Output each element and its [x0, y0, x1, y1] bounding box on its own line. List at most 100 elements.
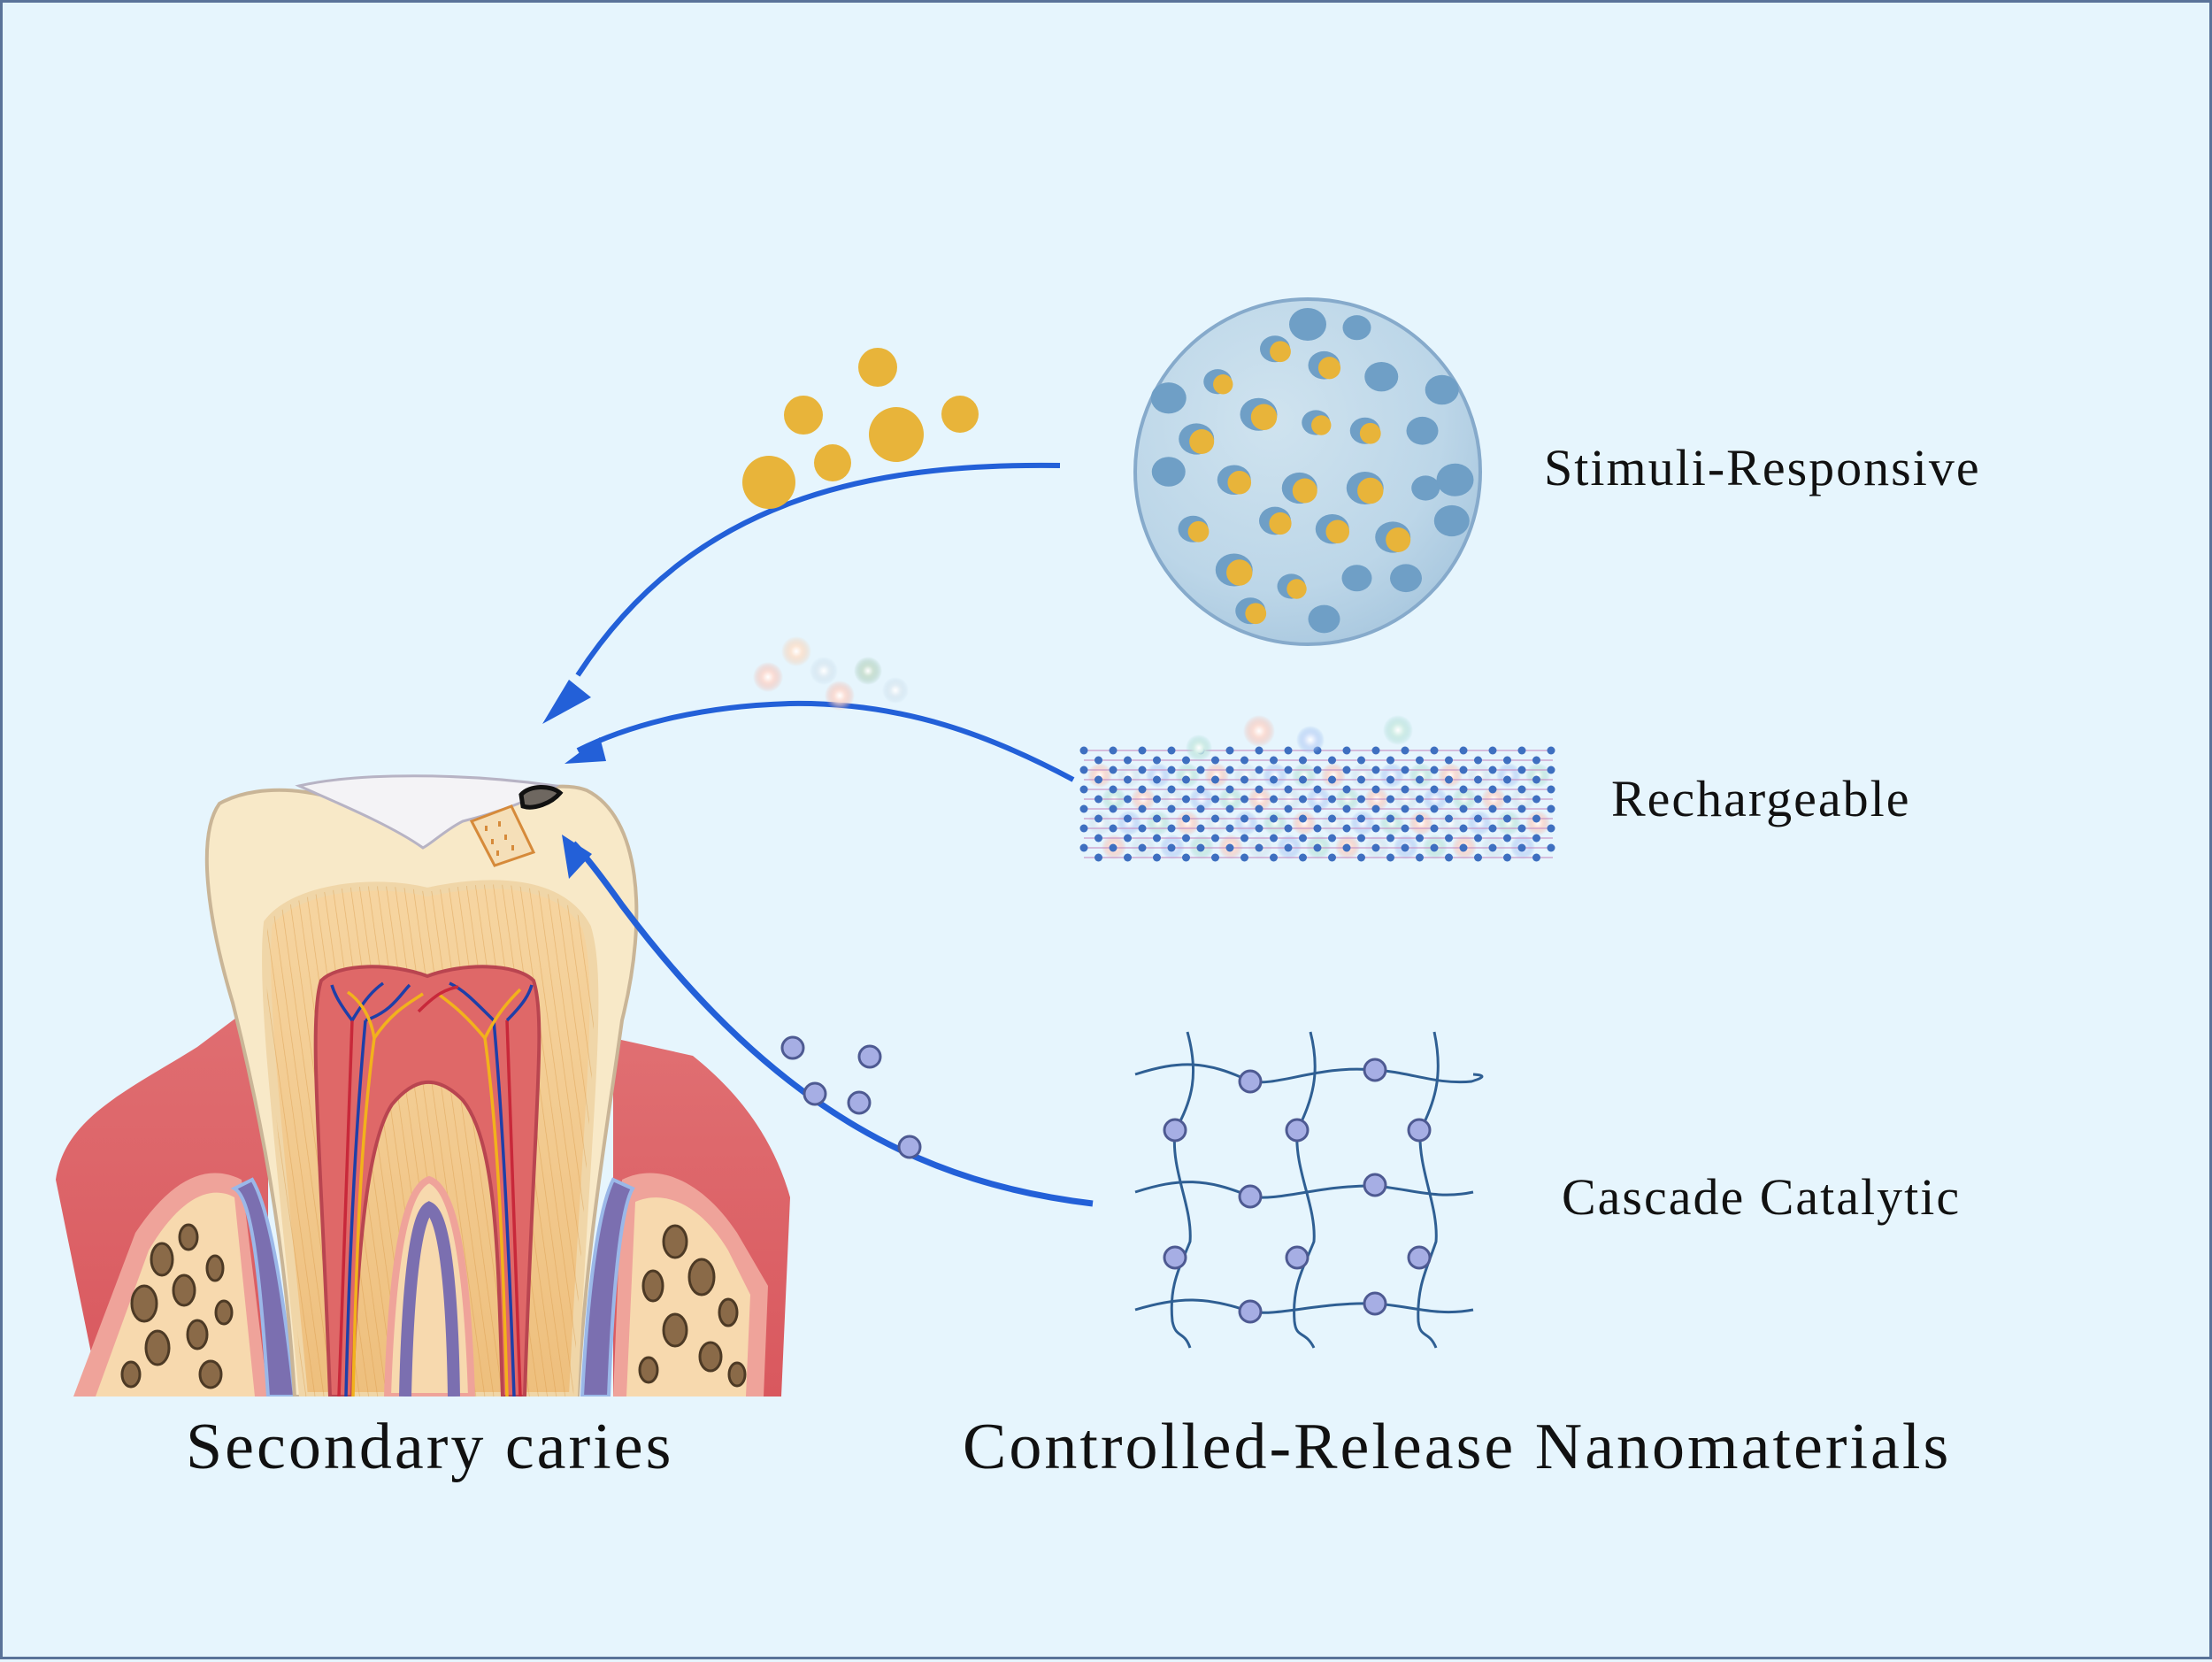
lattice-atom — [1342, 824, 1351, 833]
lattice-atom — [1109, 843, 1118, 852]
pore — [1436, 463, 1474, 496]
ion — [1263, 811, 1287, 835]
lattice-atom — [1299, 834, 1307, 843]
arrowhead-icon — [565, 737, 606, 764]
lattice-atom — [1225, 843, 1234, 852]
lattice-atom — [1342, 804, 1351, 813]
lattice-atom — [1284, 843, 1293, 852]
lattice-atom — [1357, 795, 1365, 804]
lattice-atom — [1124, 795, 1132, 804]
ion — [1175, 811, 1200, 835]
lattice-atom — [1459, 843, 1468, 852]
lattice-atom — [1459, 824, 1468, 833]
lattice-atom — [1517, 804, 1526, 813]
lattice-atom — [1371, 766, 1380, 774]
lattice-atom — [1430, 804, 1439, 813]
lattice-atom — [1284, 746, 1293, 755]
lattice-atom — [1182, 814, 1190, 823]
lattice-atom — [1532, 775, 1540, 784]
lattice-atom — [1313, 785, 1322, 794]
ion — [1321, 811, 1346, 835]
lattice-atom — [1124, 834, 1132, 843]
lattice-atom — [1167, 785, 1176, 794]
cavity-icon — [518, 785, 564, 810]
lattice-atom — [1342, 746, 1351, 755]
arrow-recharge — [576, 700, 1075, 782]
lattice-atom — [1299, 853, 1307, 862]
lattice-atom — [1532, 795, 1540, 804]
lattice-atom — [1138, 785, 1147, 794]
ion — [1175, 763, 1200, 788]
lattice-atom — [1225, 785, 1234, 794]
lattice-atom — [1401, 785, 1409, 794]
cargo-particle — [1357, 477, 1384, 504]
bone-trabeculae — [120, 1223, 747, 1389]
cargo-particle — [1187, 520, 1210, 542]
lattice-atom — [1167, 746, 1176, 755]
lattice-atom — [1488, 785, 1497, 794]
lattice-atom — [1357, 814, 1365, 823]
lattice-atom — [1167, 766, 1176, 774]
pore — [1364, 361, 1399, 392]
ion — [1467, 763, 1492, 788]
lattice-atom — [1284, 804, 1293, 813]
lattice-atom — [1153, 834, 1161, 843]
lattice-atom — [1270, 756, 1278, 765]
pore — [1151, 457, 1186, 487]
pore — [1342, 315, 1371, 341]
lattice-atom — [1299, 756, 1307, 765]
periodontal-ligament — [580, 1177, 635, 1397]
inter-radicular-ligament — [399, 1201, 460, 1397]
lattice-atom — [1182, 775, 1190, 784]
lattice-atom — [1313, 804, 1322, 813]
lattice-atom — [1240, 834, 1248, 843]
ion — [1204, 811, 1229, 835]
lattice-atom — [1474, 775, 1482, 784]
tooth-cross-section — [56, 774, 790, 1397]
ion — [1438, 811, 1463, 835]
lattice-atom — [1124, 775, 1132, 784]
lattice-atom — [1517, 766, 1526, 774]
lattice-atom — [1328, 775, 1336, 784]
lattice-atom — [1270, 775, 1278, 784]
lattice-atom — [1284, 785, 1293, 794]
lattice-atom — [1503, 756, 1511, 765]
lattice-atom — [1401, 746, 1409, 755]
lattice-atom — [1416, 775, 1424, 784]
lattice-atom — [1109, 785, 1118, 794]
lattice-atom — [1167, 843, 1176, 852]
lattice-atom — [1342, 843, 1351, 852]
lattice-atom — [1240, 795, 1248, 804]
lattice-atom — [1240, 814, 1248, 823]
lattice-atom — [1124, 756, 1132, 765]
lattice-atom — [1445, 756, 1453, 765]
ion — [1321, 763, 1346, 788]
lattice-atom — [1313, 824, 1322, 833]
title-controlled-release: Controlled-Release Nanomaterials — [963, 1411, 1952, 1483]
lattice-atom — [1094, 775, 1102, 784]
lattice-atom — [1255, 746, 1263, 755]
lattice-atom — [1459, 746, 1468, 755]
lattice-atom — [1430, 746, 1439, 755]
lattice-atom — [1430, 843, 1439, 852]
lattice-atom — [1386, 756, 1394, 765]
lattice-atom — [1416, 834, 1424, 843]
lattice-atom — [1167, 824, 1176, 833]
lattice-atom — [1255, 824, 1263, 833]
lattice-atom — [1124, 814, 1132, 823]
lattice-atom — [1357, 834, 1365, 843]
lattice-atom — [1445, 814, 1453, 823]
sphere-cargo — [1187, 341, 1411, 625]
lattice-atom — [1225, 746, 1234, 755]
lattice-atom — [1445, 775, 1453, 784]
lattice-atom — [1153, 795, 1161, 804]
lattice-atom — [1240, 775, 1248, 784]
lattice-atom — [1079, 804, 1088, 813]
lattice-atom — [1255, 804, 1263, 813]
lattice-atom — [1357, 853, 1365, 862]
lattice-atom — [1094, 756, 1102, 765]
pore — [1433, 504, 1470, 537]
lattice-atom — [1430, 824, 1439, 833]
lattice-atom — [1211, 834, 1219, 843]
